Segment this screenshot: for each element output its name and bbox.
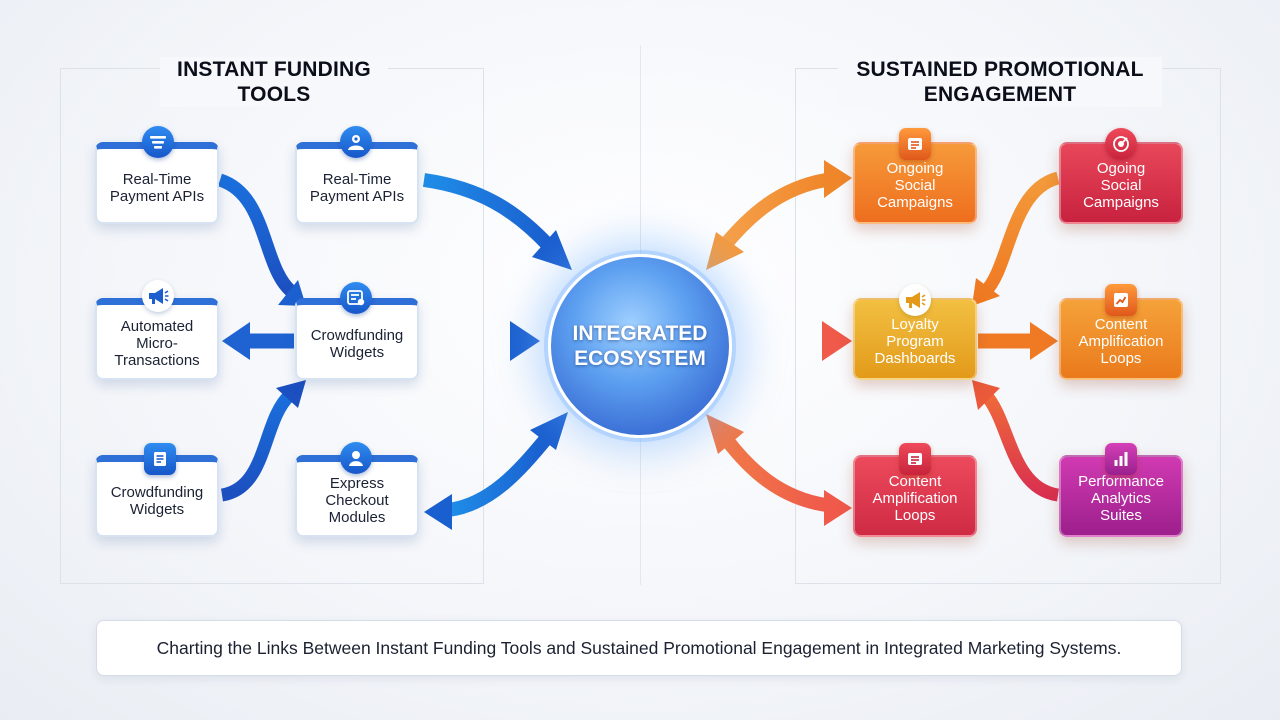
chart-icon bbox=[1105, 284, 1137, 316]
integrated-ecosystem-hub: INTEGRATED ECOSYSTEM bbox=[548, 254, 732, 438]
megaphone-icon bbox=[142, 280, 174, 312]
diagram-caption: Charting the Links Between Instant Fundi… bbox=[96, 620, 1182, 676]
right-section-title: SUSTAINED PROMOTIONAL ENGAGEMENT bbox=[838, 57, 1162, 107]
node-label: Performance Analytics Suites bbox=[1078, 472, 1164, 524]
arrow-rtp2-to-hub bbox=[423, 173, 572, 270]
list-icon bbox=[899, 128, 931, 160]
user-icon bbox=[340, 442, 372, 474]
bar-chart-icon bbox=[1105, 443, 1137, 475]
arrow-cfw1-to-amt bbox=[222, 322, 294, 360]
node-label: Real-Time Payment APIs bbox=[309, 170, 405, 205]
node-label: Loyalty Program Dashboards bbox=[874, 315, 956, 367]
node-label: Express Checkout Modules bbox=[325, 475, 389, 526]
target-icon bbox=[1105, 128, 1137, 160]
node-label: Automated Micro- Transactions bbox=[114, 318, 200, 369]
node-label: Ogoing Social Campaigns bbox=[1083, 159, 1159, 211]
node-performance-analytics-suites: Performance Analytics Suites bbox=[1059, 455, 1183, 537]
arrow-cal2-hub-bidirectional bbox=[706, 414, 852, 526]
node-ogoing-social-campaigns: Ogoing Social Campaigns bbox=[1059, 142, 1183, 224]
node-label: Ongoing Social Campaigns bbox=[877, 159, 953, 211]
arrow-hub-ecm-bidirectional bbox=[424, 412, 568, 530]
node-content-amplification-loops-2: Content Amplification Loops bbox=[853, 455, 977, 537]
hub-label: INTEGRATED ECOSYSTEM bbox=[572, 322, 708, 370]
arrow-osc1-hub-bidirectional bbox=[706, 160, 852, 270]
arrow-lpd-to-cal1 bbox=[978, 322, 1058, 360]
arrow-osc2-to-lpd bbox=[972, 171, 1061, 306]
arrow-cfw1-to-hub bbox=[424, 321, 540, 361]
payment-api-icon bbox=[142, 126, 174, 158]
left-section-title: INSTANT FUNDING TOOLS bbox=[160, 57, 388, 107]
node-label: Content Amplification Loops bbox=[872, 472, 958, 524]
megaphone-icon bbox=[899, 284, 931, 316]
arrow-hub-to-lpd bbox=[738, 321, 852, 361]
list-icon bbox=[899, 443, 931, 475]
user-group-icon bbox=[340, 126, 372, 158]
node-label: Crowdfunding Widgets bbox=[310, 326, 404, 361]
node-label: Real-Time Payment APIs bbox=[109, 170, 205, 205]
node-label: Content Amplification Loops bbox=[1078, 315, 1164, 367]
arrow-rtp1-to-cfw1 bbox=[217, 173, 306, 306]
node-loyalty-program-dashboards: Loyalty Program Dashboards bbox=[853, 298, 977, 380]
node-label: Crowdfunding Widgets bbox=[110, 483, 204, 518]
widget-icon bbox=[340, 282, 372, 314]
arrow-cfw2-to-cfw1 bbox=[220, 380, 306, 502]
document-icon bbox=[144, 443, 176, 475]
arrow-pas-to-lpd bbox=[972, 380, 1060, 502]
